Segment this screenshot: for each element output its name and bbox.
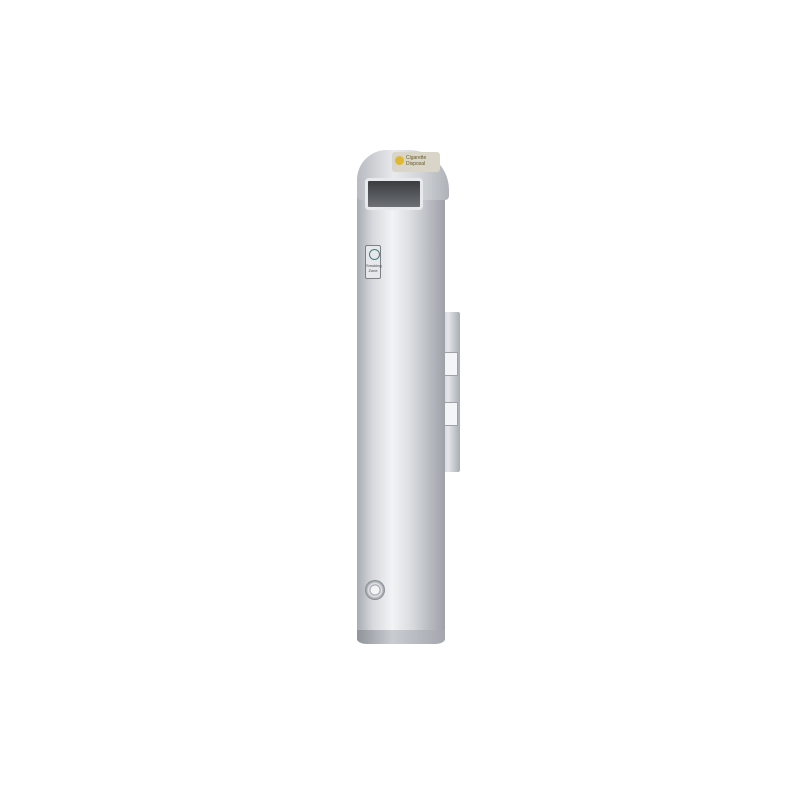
bracket-slot xyxy=(444,402,458,426)
bracket-slot xyxy=(444,352,458,376)
disposal-opening xyxy=(365,178,423,210)
cigarette-logo-icon xyxy=(395,156,404,165)
lock-icon xyxy=(365,580,385,600)
smoking-icon xyxy=(369,249,380,260)
smoking-zone-sign: Smoking Zone xyxy=(365,245,382,279)
lid-label-text: Cigarette Disposal xyxy=(406,155,427,167)
sign-text: Smoking Zone xyxy=(366,263,382,273)
lid-label: Cigarette Disposal xyxy=(392,152,440,172)
receptacle-base xyxy=(357,630,445,644)
